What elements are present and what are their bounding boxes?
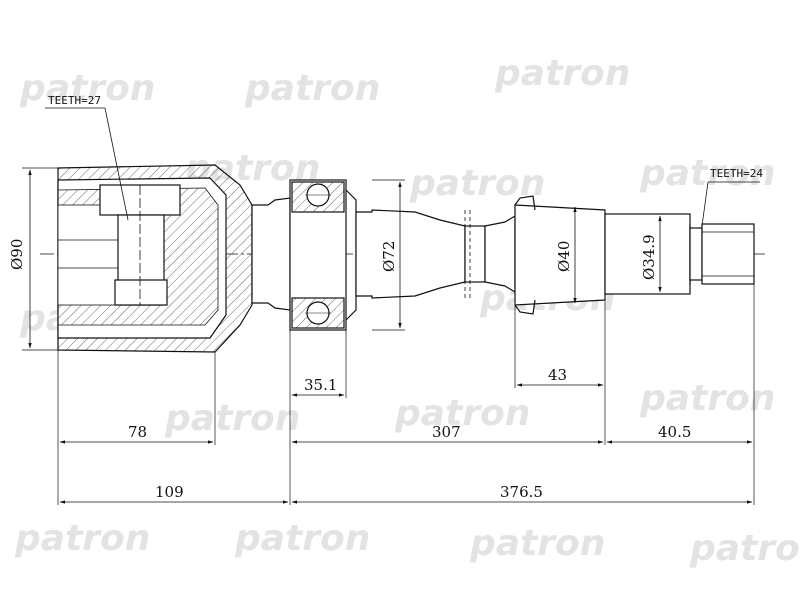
len-43-label: 43 bbox=[548, 366, 567, 384]
dia-72-label: Ø72 bbox=[380, 241, 398, 272]
watermark-text: patron bbox=[19, 68, 155, 109]
watermark-text: patron bbox=[394, 393, 530, 434]
watermark-text: patron bbox=[494, 53, 630, 94]
teeth-left-label: TEETH=27 bbox=[48, 94, 101, 107]
drive-shaft bbox=[355, 209, 516, 300]
len-376-5-label: 376.5 bbox=[500, 483, 543, 501]
watermark-text: patron bbox=[14, 518, 150, 559]
len-35-1-label: 35.1 bbox=[304, 376, 337, 394]
teeth-callouts bbox=[45, 107, 760, 227]
watermark-text: patron bbox=[689, 528, 800, 569]
watermark-text: patron bbox=[639, 378, 775, 419]
length-dimensions bbox=[59, 383, 753, 504]
len-109-label: 109 bbox=[155, 483, 184, 501]
watermark-text: patron bbox=[234, 518, 370, 559]
outer-joint-body bbox=[514, 195, 755, 315]
extension-lines bbox=[22, 167, 755, 505]
len-78-label: 78 bbox=[128, 423, 147, 441]
len-307-label: 307 bbox=[432, 423, 461, 441]
dia-90-label: Ø90 bbox=[8, 239, 26, 270]
cv-housing bbox=[57, 164, 253, 353]
len-40-5-label: 40.5 bbox=[658, 423, 691, 441]
watermark-text: patron bbox=[409, 163, 545, 204]
watermark-text: patron bbox=[244, 68, 380, 109]
watermarks: patron patron patron patron patron patro… bbox=[14, 53, 800, 569]
teeth-right-label: TEETH=24 bbox=[710, 167, 763, 180]
watermark-text: patron bbox=[469, 523, 605, 564]
watermark-text: patron bbox=[164, 398, 300, 439]
support-bearing bbox=[289, 179, 357, 331]
dia-40-label: Ø40 bbox=[555, 241, 573, 272]
diameter-dimensions bbox=[28, 169, 662, 349]
dia-34-9-label: Ø34.9 bbox=[640, 234, 658, 280]
housing-neck bbox=[251, 197, 291, 311]
